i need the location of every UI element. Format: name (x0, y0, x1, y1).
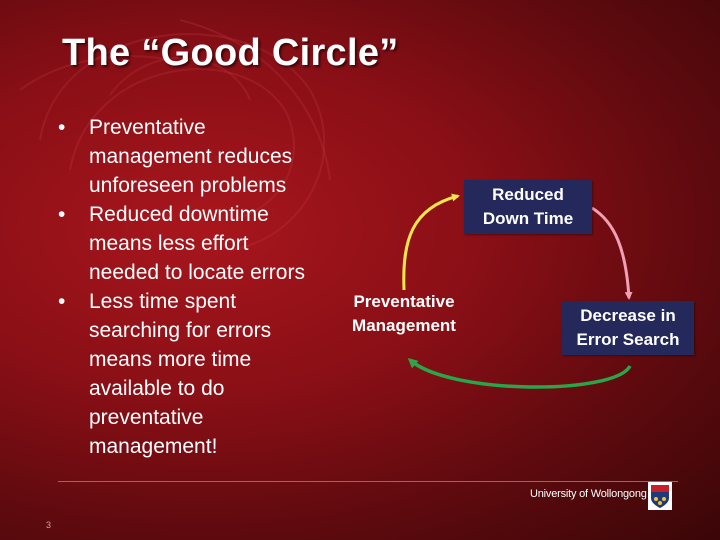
bullet-list: • Preventative management reduces unfore… (58, 113, 358, 461)
bullet-text: Preventative management reduces unforese… (89, 113, 358, 200)
node-label-line: Management (352, 316, 456, 335)
footer-divider (58, 481, 678, 482)
bullet-line: management! (89, 435, 218, 458)
node-label-line: Down Time (482, 209, 574, 228)
bullet-line: means less effort (89, 232, 249, 255)
page-number: 3 (46, 520, 52, 530)
university-crest-icon (648, 482, 672, 510)
bullet-line: searching for errors (89, 319, 272, 342)
bullet-marker: • (58, 290, 66, 313)
node-decrease-in-error-search: Decrease in Error Search (562, 301, 694, 355)
bullet-line: management reduces (89, 145, 293, 168)
node-label-line: Preventative (353, 292, 455, 311)
bullet-line: unforeseen problems (89, 174, 287, 197)
node-label-line: Decrease in (580, 306, 676, 325)
node-preventative-management: Preventative Management (334, 290, 474, 338)
bullet-line: Preventative (89, 116, 206, 139)
bullet-item: • Less time spent searching for errors m… (58, 287, 358, 461)
bullet-marker: • (58, 203, 66, 226)
slide-title: The “Good Circle” (62, 32, 399, 74)
node-reduced-down-time: Reduced Down Time (464, 180, 592, 234)
bullet-text: Reduced downtime means less effort neede… (89, 200, 358, 287)
bullet-line: preventative (89, 406, 204, 429)
bullet-text: Less time spent searching for errors mea… (89, 287, 358, 461)
bullet-line: Less time spent (89, 290, 237, 313)
bullet-item: • Preventative management reduces unfore… (58, 113, 358, 200)
arrow-to-decrease-in-error-search (591, 206, 633, 300)
bullet-line: Reduced downtime (89, 203, 269, 226)
arrow-to-preventative-management (407, 358, 632, 389)
bullet-line: available to do (89, 377, 225, 400)
node-label-line: Reduced (492, 185, 564, 204)
bullet-line: needed to locate errors (89, 261, 305, 284)
university-name: University of Wollongong (530, 488, 647, 500)
node-label-line: Error Search (576, 330, 680, 349)
arrow-to-reduced-down-time (402, 193, 460, 291)
bullet-line: means more time (89, 348, 252, 371)
bullet-marker: • (58, 116, 66, 139)
bullet-item: • Reduced downtime means less effort nee… (58, 200, 358, 287)
